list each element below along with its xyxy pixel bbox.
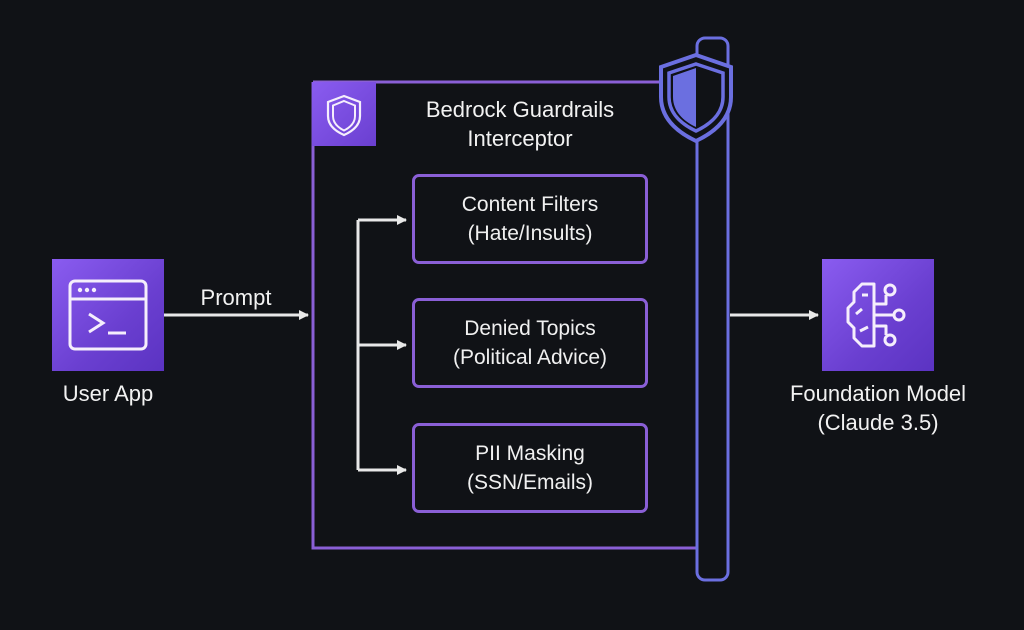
filter-denied-topics[interactable]: Denied Topics (Political Advice): [412, 298, 648, 388]
filter-title: PII Masking: [475, 442, 585, 465]
foundation-model-node[interactable]: [822, 259, 934, 371]
foundation-model-label-line1: Foundation Model: [789, 381, 967, 406]
filter-content-filters[interactable]: Content Filters (Hate/Insults): [412, 174, 648, 264]
user-app-label: User App: [62, 381, 154, 406]
ai-brain-icon: [846, 282, 906, 348]
interceptor-frame: [311, 80, 700, 550]
guardrail-gate-shield: [656, 52, 736, 144]
foundation-model-label: Foundation Model (Claude 3.5): [760, 379, 996, 437]
filter-subtitle: (SSN/Emails): [466, 471, 593, 494]
interceptor-title: Bedrock Guardrails Interceptor: [395, 95, 645, 153]
filter-title: Content Filters: [461, 193, 599, 216]
interceptor-title-line2: Interceptor: [467, 126, 573, 151]
filter-pii-masking[interactable]: PII Masking (SSN/Emails): [412, 423, 648, 513]
prompt-edge-label: Prompt: [200, 285, 272, 310]
terminal-window-icon: [68, 279, 148, 351]
filter-subtitle: (Political Advice): [452, 346, 608, 369]
interceptor-title-line1: Bedrock Guardrails: [425, 97, 615, 122]
filter-title: Denied Topics: [464, 317, 596, 340]
shield-half-icon: [659, 52, 733, 144]
shield-icon: [326, 94, 362, 137]
guardrail-gate-bar: [695, 36, 730, 582]
filter-subtitle: (Hate/Insults): [467, 222, 593, 245]
foundation-model-label-line2: (Claude 3.5): [817, 410, 939, 435]
interceptor-badge: [312, 82, 376, 146]
user-app-node[interactable]: [52, 259, 164, 371]
